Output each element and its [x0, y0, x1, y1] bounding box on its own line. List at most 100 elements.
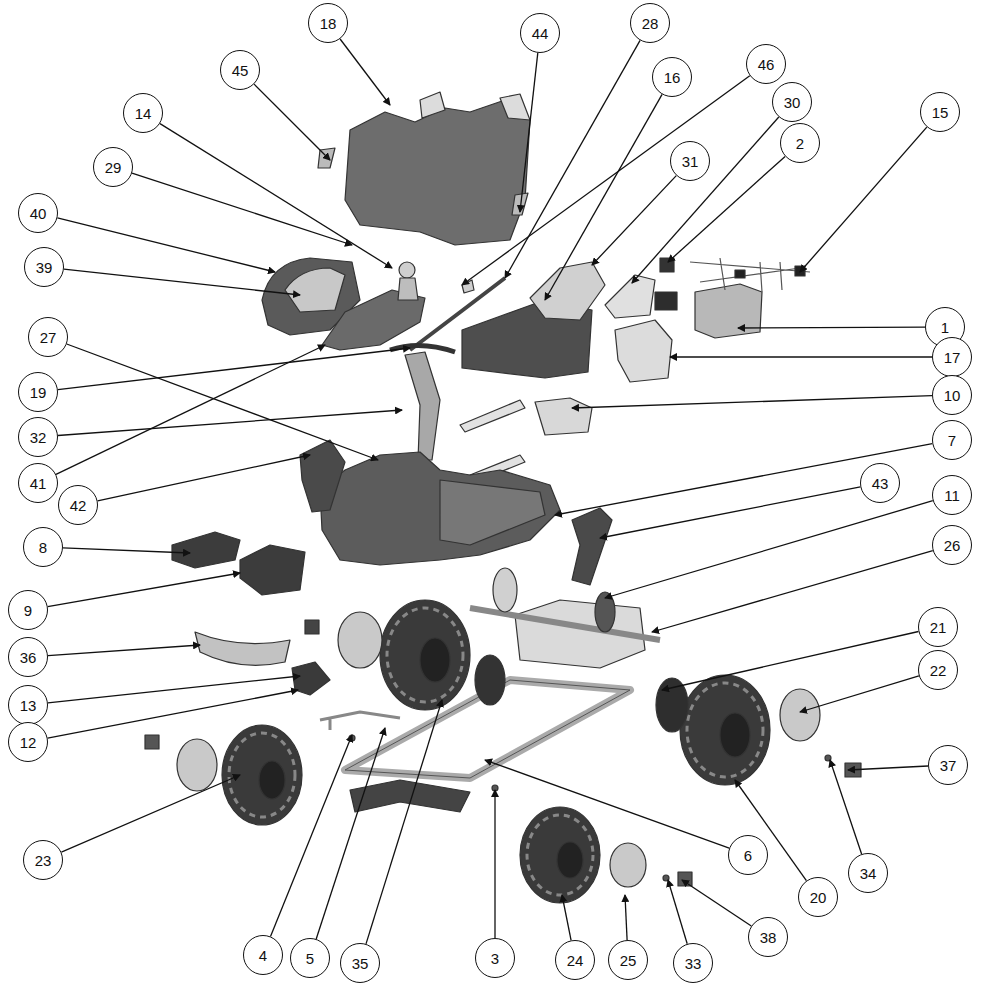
callout-number: 37 — [940, 758, 957, 773]
leader-line — [48, 676, 300, 703]
callout-number: 39 — [36, 260, 53, 275]
leader-line — [57, 218, 275, 272]
callout-number: 45 — [232, 63, 249, 78]
callout-circle: 23 — [23, 840, 63, 880]
callout-number: 35 — [352, 956, 369, 971]
callout-circle: 41 — [18, 463, 58, 503]
callout-circle: 31 — [670, 141, 710, 181]
leader-line — [340, 39, 390, 105]
callout-circle: 14 — [123, 93, 163, 133]
leader-line — [652, 551, 933, 632]
leader-line — [48, 645, 200, 656]
leader-line — [48, 690, 298, 738]
leader-line — [505, 40, 640, 278]
callout-number: 28 — [642, 16, 659, 31]
leader-line — [64, 269, 300, 295]
callout-circle: 42 — [58, 485, 98, 525]
callout-number: 9 — [24, 603, 32, 618]
leader-line — [605, 501, 933, 598]
leader-line — [682, 880, 751, 926]
callout-circle: 26 — [932, 525, 972, 565]
callout-number: 1 — [941, 320, 949, 335]
callout-number: 44 — [532, 26, 549, 41]
leader-line — [271, 735, 353, 937]
callout-circle: 16 — [652, 57, 692, 97]
callout-number: 32 — [30, 430, 47, 445]
leader-line — [67, 344, 378, 460]
callout-circle: 44 — [520, 13, 560, 53]
leader-line — [572, 396, 932, 408]
leader-line — [61, 775, 240, 852]
leader-line — [494, 790, 495, 938]
callout-number: 26 — [944, 538, 961, 553]
leader-line — [58, 410, 402, 436]
callout-circle: 34 — [848, 853, 888, 893]
callout-number: 16 — [664, 70, 681, 85]
callout-circle: 5 — [290, 938, 330, 978]
leader-line — [670, 356, 932, 357]
callout-number: 22 — [930, 663, 947, 678]
leader-line — [800, 676, 919, 712]
callout-circle: 19 — [18, 372, 58, 412]
callout-number: 23 — [35, 853, 52, 868]
leader-line — [132, 173, 352, 245]
callout-circle: 35 — [340, 943, 380, 983]
callout-number: 5 — [306, 951, 314, 966]
callout-circle: 10 — [932, 375, 972, 415]
leader-line — [625, 895, 627, 940]
leader-line — [738, 326, 925, 328]
callout-number: 46 — [758, 57, 775, 72]
callout-circle: 13 — [8, 685, 48, 725]
leader-line — [98, 455, 310, 501]
callout-circle: 27 — [28, 317, 68, 357]
leader-line — [58, 348, 410, 390]
callout-circle: 36 — [8, 637, 48, 677]
callout-number: 19 — [30, 385, 47, 400]
leader-line — [592, 176, 676, 265]
callout-circle: 45 — [220, 50, 260, 90]
leader-line — [520, 53, 538, 212]
callout-circle: 40 — [18, 193, 58, 233]
leader-line — [555, 444, 932, 515]
leader-line — [600, 487, 860, 538]
callout-number: 41 — [30, 476, 47, 491]
callout-number: 31 — [682, 154, 699, 169]
leader-line — [848, 766, 928, 770]
callout-circle: 29 — [93, 147, 133, 187]
leader-line — [63, 548, 190, 553]
leader-line — [485, 760, 729, 848]
callout-circle: 2 — [780, 123, 820, 163]
callout-circle: 28 — [630, 3, 670, 43]
callout-number: 12 — [20, 735, 37, 750]
leader-line — [48, 573, 240, 607]
callout-number: 11 — [944, 488, 960, 503]
callout-circle: 22 — [918, 650, 958, 690]
leader-line — [160, 124, 392, 268]
callout-number: 2 — [796, 136, 804, 151]
callout-number: 6 — [744, 848, 752, 863]
callout-number: 7 — [948, 433, 956, 448]
callout-number: 24 — [567, 953, 584, 968]
callout-circle: 38 — [748, 917, 788, 957]
callout-circle: 12 — [8, 722, 48, 762]
leader-line — [462, 76, 750, 285]
callout-circle: 15 — [920, 92, 960, 132]
callout-number: 20 — [810, 890, 827, 905]
callout-number: 38 — [760, 930, 777, 945]
callout-number: 17 — [944, 350, 961, 365]
callout-circle: 24 — [555, 940, 595, 980]
callout-circle: 32 — [18, 417, 58, 457]
callout-number: 34 — [860, 866, 877, 881]
leader-line — [668, 880, 687, 944]
leader-line — [316, 728, 385, 939]
callout-number: 33 — [685, 956, 702, 971]
callout-number: 30 — [784, 95, 801, 110]
callout-circle: 33 — [673, 943, 713, 983]
leader-line — [366, 700, 442, 944]
callout-number: 10 — [944, 388, 961, 403]
callout-circle: 20 — [798, 877, 838, 917]
leader-line — [56, 345, 325, 474]
callout-number: 18 — [320, 16, 337, 31]
